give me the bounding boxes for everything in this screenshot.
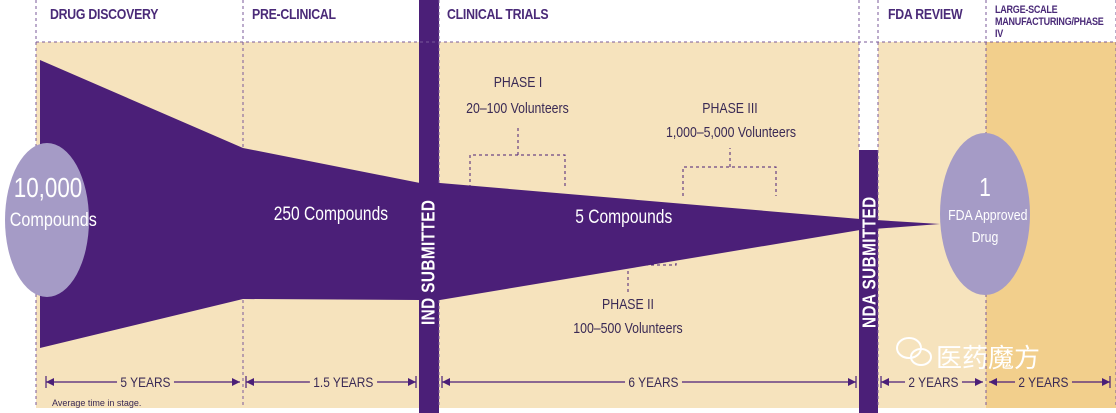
- ind-submitted-label: IND SUBMITTED: [418, 199, 439, 325]
- stage-title-pre-clinical: PRE-CLINICAL: [252, 6, 336, 23]
- watermark: 医药魔方: [936, 344, 1041, 374]
- phase-brackets: [469, 128, 777, 293]
- duration-drug-discovery: 5 YEARS: [117, 374, 174, 390]
- footnote: Average time in stage.: [52, 398, 142, 408]
- nda-divider-strip: [859, 150, 878, 413]
- phase3-name: PHASE III: [702, 100, 758, 117]
- start-circle: [5, 143, 89, 297]
- duration-pre-clinical: 1.5 YEARS: [309, 374, 377, 390]
- start-unit: Compounds: [9, 210, 97, 231]
- preclinical-compounds-label: 250 Compounds: [273, 204, 389, 225]
- duration-manufacturing: 2 YEARS: [1015, 374, 1072, 390]
- phase3-volunteers: 1,000–5,000 Volunteers: [666, 124, 796, 141]
- duration-fda-review: 2 YEARS: [905, 374, 962, 390]
- stage-title-drug-discovery: DRUG DISCOVERY: [50, 6, 159, 23]
- phase1-volunteers: 20–100 Volunteers: [466, 100, 569, 117]
- phase1-name: PHASE I: [493, 74, 543, 91]
- wechat-icon: [896, 337, 932, 366]
- arrow-heads: [46, 378, 1110, 386]
- end-line2: Drug: [971, 229, 999, 246]
- start-count: 10,000: [13, 172, 83, 203]
- stage-title-fda-review: FDA REVIEW: [888, 6, 963, 23]
- clinical-compounds-label: 5 Compounds: [575, 207, 673, 228]
- compound-funnel: [40, 60, 940, 348]
- end-count: 1: [979, 172, 991, 202]
- nda-submitted-label: NDA SUBMITTED: [859, 196, 880, 328]
- end-circle: [940, 133, 1030, 295]
- phase2-name: PHASE II: [602, 296, 654, 313]
- end-line1: FDA Approved: [948, 207, 1028, 224]
- stage-title-manufacturing: LARGE-SCALE MANUFACTURING/PHASE IV: [995, 4, 1104, 40]
- duration-clinical: 6 YEARS: [625, 374, 682, 390]
- stage-title-clinical-trials: CLINICAL TRIALS: [447, 6, 549, 23]
- phase2-volunteers: 100–500 Volunteers: [573, 320, 683, 337]
